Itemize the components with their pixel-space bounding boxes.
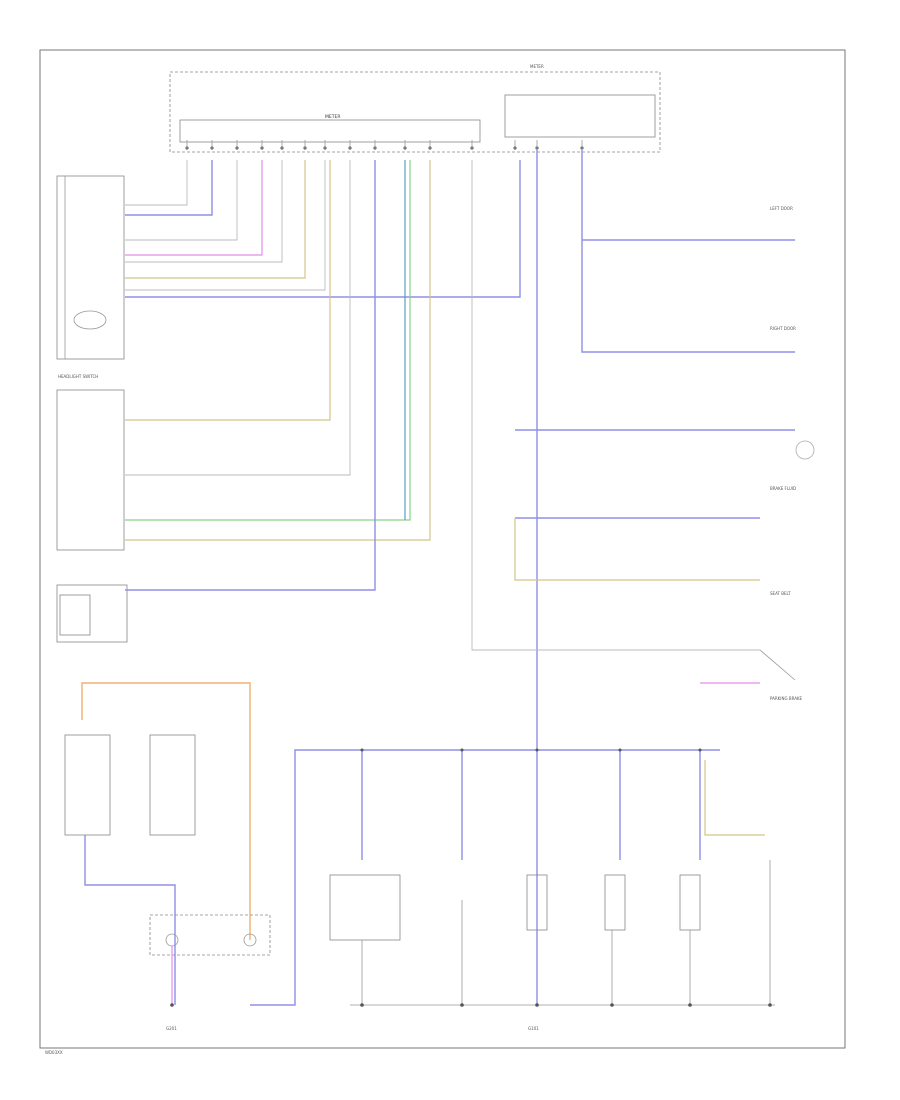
bottom-switch-3	[604, 874, 626, 931]
meter-label: METER	[325, 114, 340, 120]
lamp-icon-left	[165, 933, 179, 947]
meter-right-block	[504, 94, 656, 138]
headlight-switch-box	[56, 389, 125, 551]
label-right-3: BRAKE FLUID	[770, 486, 796, 491]
ground-bottom-label: G101	[528, 1026, 539, 1031]
relay-box-left	[64, 734, 111, 836]
drop-yellow	[704, 760, 765, 836]
wire-orange-loop	[81, 682, 251, 940]
lamp-module-box	[149, 914, 271, 956]
rear-wiper-switch-box	[56, 584, 128, 643]
top-connector-pins	[185, 140, 584, 150]
meter-header-text: METER	[530, 64, 544, 69]
footer-code: WD03XX	[45, 1050, 63, 1055]
wire-yellow-right	[514, 518, 760, 581]
ground-dots	[170, 748, 772, 1007]
label-right-1: LEFT DOOR	[770, 206, 793, 211]
lamp-icon-right	[243, 933, 257, 947]
label-right-4: SEAT BELT	[770, 591, 791, 596]
wire-bottom-bus	[250, 749, 720, 1006]
diagram-frame	[39, 49, 846, 1049]
bottom-switch-4	[679, 874, 701, 931]
ground-left-label: G201	[166, 1026, 177, 1031]
relay-box-right	[149, 734, 196, 836]
wire-blue-lower-left	[84, 835, 176, 1005]
meter-inner-block	[179, 119, 481, 143]
wiper-inner-box	[59, 594, 91, 636]
label-right-2: RIGHT DOOR	[770, 326, 796, 331]
label-right-5: PARKING BRAKE	[770, 696, 803, 701]
bottom-switch-2	[526, 874, 548, 931]
parking-brake-switch-contact	[759, 649, 796, 681]
high-low-beam-switch-box	[56, 175, 125, 360]
buzzer-icon	[795, 440, 815, 460]
wires-top-left	[125, 160, 521, 591]
bottom-switch-1	[329, 874, 401, 941]
wire-center-gray	[471, 160, 760, 651]
headlight-switch-label: HEADLIGHT SWITCH	[58, 374, 98, 379]
wire-right-bus	[581, 150, 795, 353]
switch-lamp-icon	[73, 310, 107, 330]
combi-meter-box	[169, 71, 661, 153]
